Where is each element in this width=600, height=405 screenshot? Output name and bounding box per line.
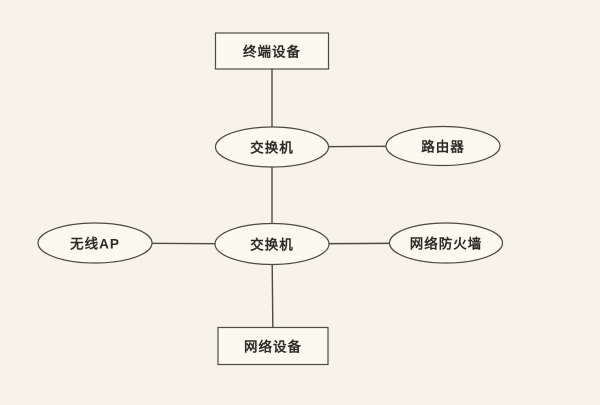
ellipse-shape — [37, 222, 153, 264]
ellipse-shape — [214, 222, 330, 266]
node-switch-upper: 交换机 — [214, 126, 330, 168]
node-label: 网络防火墙 — [410, 236, 483, 252]
node-label: 交换机 — [250, 237, 294, 253]
node-terminal-device: 终端设备 — [214, 32, 330, 70]
ellipse-shape — [214, 126, 330, 168]
node-switch-lower: 交换机 — [214, 222, 330, 266]
node-label: 无线AP — [69, 236, 120, 252]
ellipse-shape — [385, 125, 501, 167]
node-label: 交换机 — [250, 140, 294, 156]
node-firewall: 网络防火墙 — [388, 222, 504, 264]
node-label: 网络设备 — [244, 339, 302, 355]
node-network-device: 网络设备 — [217, 326, 329, 366]
ellipse-shape — [388, 222, 504, 264]
rect-shape — [214, 32, 330, 70]
node-label: 终端设备 — [243, 44, 301, 60]
node-wireless-ap: 无线AP — [37, 222, 153, 264]
node-label: 路由器 — [421, 139, 465, 155]
node-router: 路由器 — [385, 125, 501, 167]
rect-shape — [217, 326, 329, 366]
